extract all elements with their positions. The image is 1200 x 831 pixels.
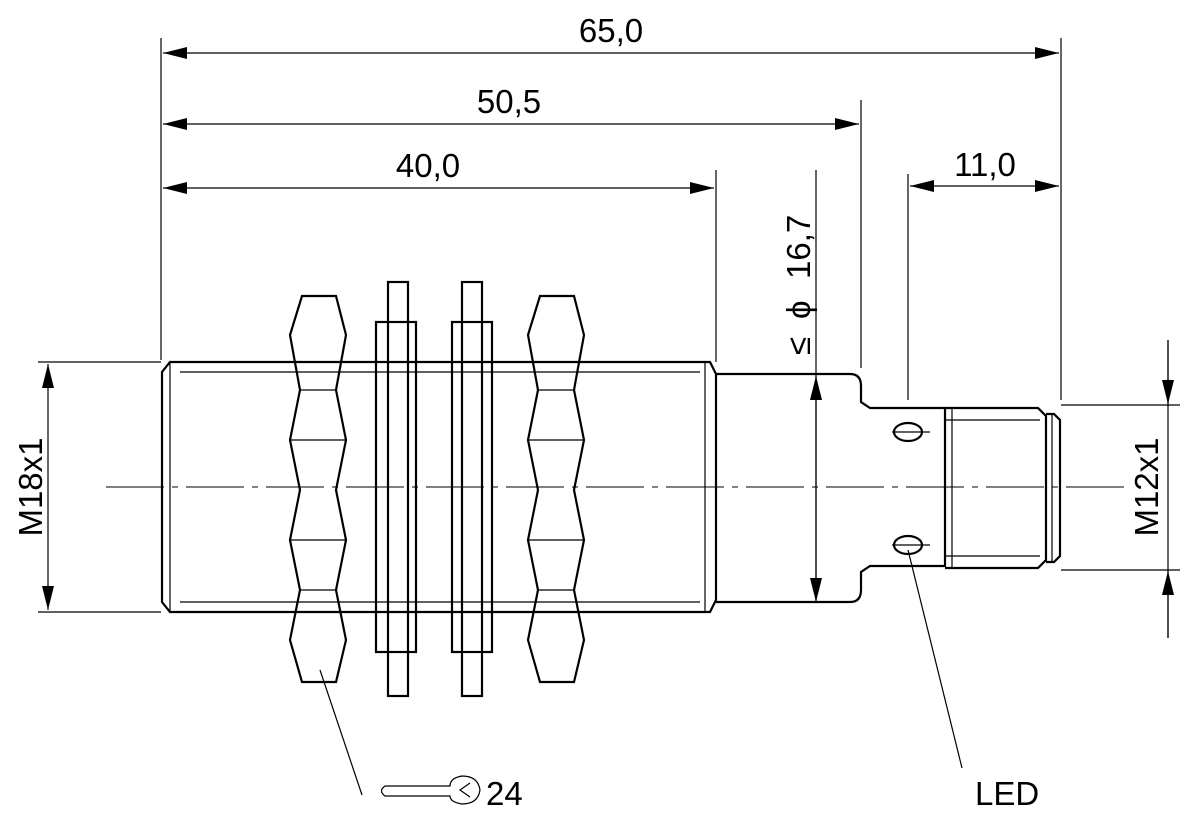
body-diameter-symbol: ϕ (780, 301, 817, 319)
wrench-size-label: 24 (486, 775, 523, 812)
led-label: LED (975, 775, 1039, 812)
body-diameter-prefix: ≤ (780, 337, 817, 355)
led-callout: LED (907, 549, 1039, 812)
lock-washer-right (450, 280, 494, 698)
body-diameter-value: 16,7 (780, 215, 817, 279)
dimension-thread-m18: M18x1 (12, 361, 161, 613)
hex-nut-left (288, 294, 348, 684)
wrench-callout: 24 (319, 669, 523, 812)
shoulder-length-label: 50,5 (477, 83, 541, 120)
dimension-body-diameter: ≤ ϕ 16,7 (780, 170, 822, 602)
thread-m12-label: M12x1 (1128, 437, 1165, 536)
dimension-overall: 65,0 (160, 12, 1062, 400)
overall-length-label: 65,0 (579, 12, 643, 49)
lock-washer-left (374, 280, 418, 698)
led-window-icon (892, 421, 930, 556)
dimension-thread-length: 40,0 (163, 147, 717, 362)
thread-length-label: 40,0 (396, 147, 460, 184)
connector-length-label: 11,0 (954, 146, 1016, 183)
thread-m18-label: M18x1 (12, 437, 49, 536)
open-end-wrench-icon (380, 775, 481, 805)
dimension-to-shoulder: 50,5 (163, 83, 862, 368)
dimension-connector-length: 11,0 (907, 146, 1059, 400)
dimension-thread-m12: M12x1 (1061, 340, 1180, 638)
hex-nut-right (526, 294, 586, 684)
